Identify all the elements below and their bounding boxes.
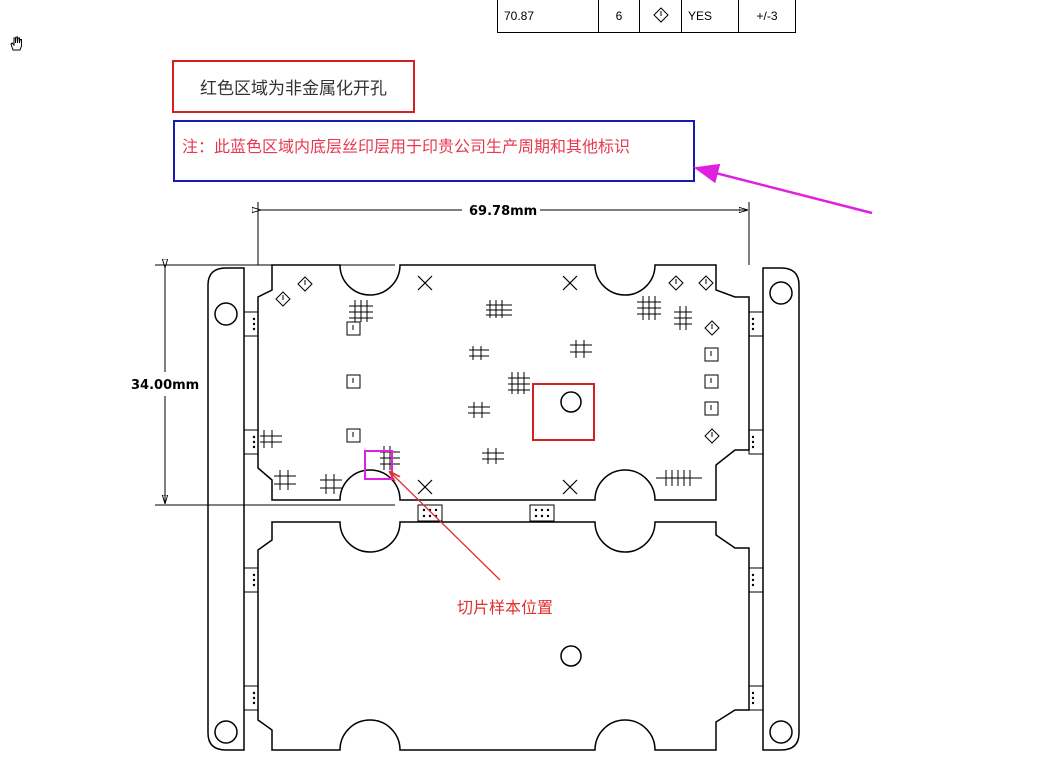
height-dimension-label: 34.00mm [131,378,199,393]
lower-board-hole [560,645,582,667]
table-cell: 70.87 [497,0,599,33]
table-cell: +/-3 [738,0,796,33]
sample-position-box [364,450,393,480]
left-rail [207,267,245,751]
cross-marker-icon [417,275,578,495]
hatch-marker-icon [260,296,702,494]
red-region-label: 红色区域为非金属化开孔 [200,79,387,99]
spec-table: 70.87 6 YES +/-3 [497,0,796,33]
tab-perforations [252,317,755,705]
breakaway-tabs [243,311,764,711]
diamond-marker-icon [275,275,720,444]
magenta-pointer-arrow [693,163,873,215]
non-plated-hole [560,391,582,413]
blue-region-note: 注：此蓝色区域内底层丝印层用于印贵公司生产周期和其他标识 [182,137,631,156]
hand-cursor-icon [10,36,22,51]
non-plated-hole-region [532,383,595,441]
square-marker-icon [346,321,719,443]
width-dimension [258,202,750,265]
table-cell: 6 [598,0,640,33]
right-rail [762,267,800,751]
width-dimension-label: 69.78mm [469,204,537,219]
lower-board-outline [257,521,750,751]
red-region-legend: 红色区域为非金属化开孔 [172,60,415,113]
blue-region-note-box: 注：此蓝色区域内底层丝印层用于印贵公司生产周期和其他标识 [173,120,695,182]
table-cell: YES [681,0,739,33]
sample-position-label: 切片样本位置 [457,598,554,617]
table-row: 70.87 6 YES +/-3 [497,0,796,33]
sample-position-arrow [390,472,501,581]
upper-board-outline [257,264,750,501]
